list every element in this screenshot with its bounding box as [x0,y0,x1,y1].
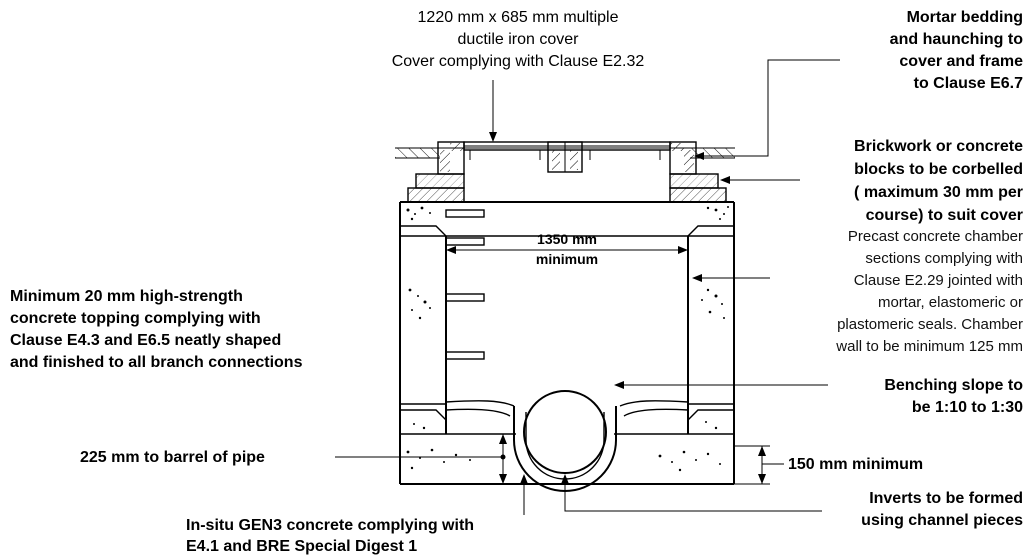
concrete-aggregate [406,206,729,472]
svg-text:be 1:10 to 1:30: be 1:10 to 1:30 [912,399,1023,416]
label-base: 150 mm minimum [788,456,923,473]
width-dim-value: 1350 mm [537,231,597,247]
svg-text:( maximum 30 mm per: ( maximum 30 mm per [854,184,1023,201]
label-cover: 1220 mm x 685 mm multiple ductile iron c… [392,9,645,70]
svg-text:blocks to be corbelled: blocks to be corbelled [854,161,1023,178]
barrel-dimension [335,434,507,484]
step-irons [445,209,485,360]
label-insitu: In-situ GEN3 concrete complying with E4.… [186,517,474,555]
label-mortar: Mortar bedding and haunching to cover an… [890,9,1024,92]
label-inverts: Inverts to be formed using channel piece… [861,490,1023,529]
width-dimension: 1350 mm minimum [446,231,688,267]
corbelled-brickwork [407,173,727,203]
svg-text:concrete topping complying wi: concrete topping complying with [10,310,261,327]
benching-channel [445,390,689,492]
label-topping: Minimum 20 mm high-strength concrete top… [10,288,303,371]
svg-text:using channel pieces: using channel pieces [861,512,1023,529]
svg-text:mortar, elastomeric or: mortar, elastomeric or [878,294,1023,311]
svg-text:ductile iron cover: ductile iron cover [458,31,580,48]
svg-text:In-situ GEN3 concrete complyin: In-situ GEN3 concrete complying with [186,517,474,534]
svg-text:Brickwork or concrete: Brickwork or concrete [854,138,1023,155]
svg-text:Precast concrete chamber: Precast concrete chamber [848,228,1023,245]
svg-text:Cover complying with Clause E2: Cover complying with Clause E2.32 [392,53,645,70]
label-barrel: 225 mm to barrel of pipe [80,449,265,466]
svg-text:to Clause E6.7: to Clause E6.7 [914,75,1023,92]
width-dim-note: minimum [536,251,598,267]
svg-text:and haunching to: and haunching to [890,31,1024,48]
svg-text:Mortar bedding: Mortar bedding [907,9,1023,26]
svg-text:Minimum 20 mm high-strength: Minimum 20 mm high-strength [10,288,243,305]
svg-text:Clause E2.29 jointed with: Clause E2.29 jointed with [854,272,1023,289]
svg-text:sections complying with: sections complying with [865,250,1023,267]
svg-text:Clause E4.3 and E6.5 neatly sh: Clause E4.3 and E6.5 neatly shaped [10,332,281,349]
base-dimension [734,445,784,485]
svg-text:1220 mm x 685 mm multiple: 1220 mm x 685 mm multiple [418,9,619,26]
svg-text:Inverts to be formed: Inverts to be formed [869,490,1023,507]
leader-lines [489,59,840,515]
svg-text:E4.1 and BRE Special Digest 1: E4.1 and BRE Special Digest 1 [186,538,417,555]
svg-text:Benching slope to: Benching slope to [884,377,1023,394]
label-benching: Benching slope to be 1:10 to 1:30 [884,377,1023,416]
svg-text:cover and frame: cover and frame [899,53,1023,70]
svg-text:plastomeric seals. Chamber: plastomeric seals. Chamber [837,316,1023,333]
svg-text:and finished to all branch con: and finished to all branch connections [10,354,303,371]
label-brickwork: Brickwork or concrete blocks to be corbe… [854,138,1023,224]
label-precast: Precast concrete chamber sections comply… [835,228,1023,355]
svg-text:wall to be minimum 125 mm: wall to be minimum 125 mm [835,338,1023,355]
ductile-iron-cover [437,141,697,175]
svg-text:course) to suit cover: course) to suit cover [866,207,1023,224]
